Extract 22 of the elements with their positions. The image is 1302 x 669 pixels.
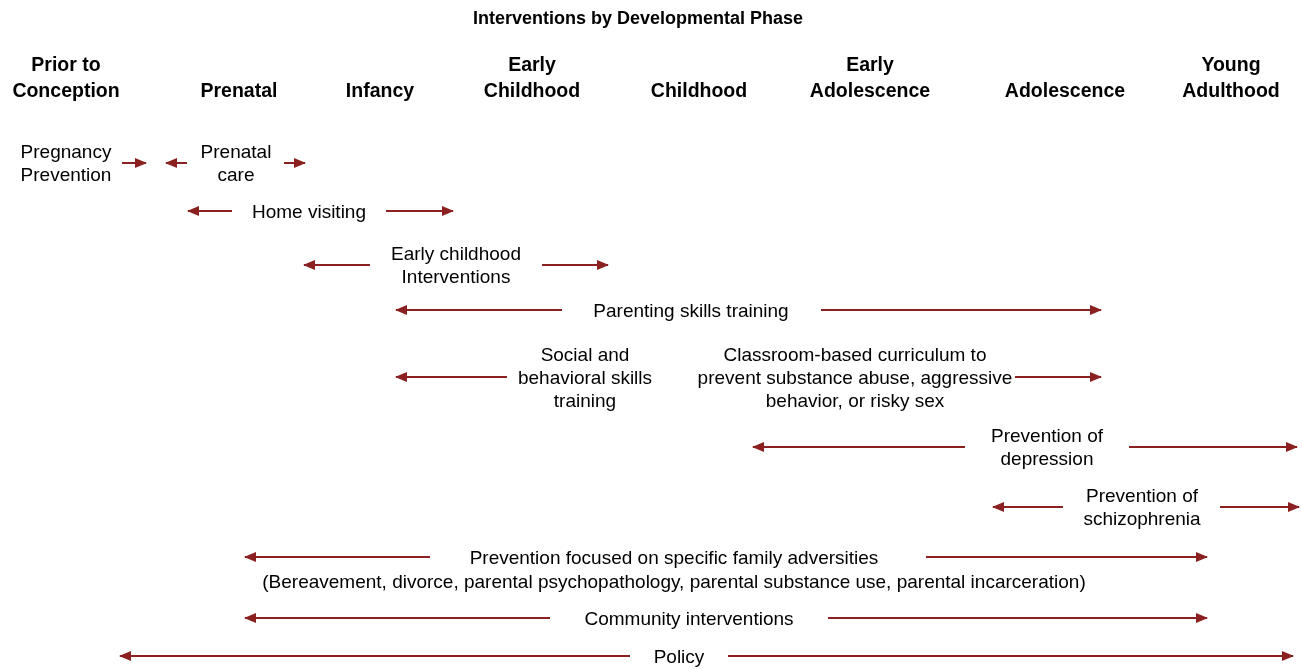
phase-heading: Prior to Conception (11, 52, 121, 103)
intervention-label: Prevention focused on specific family adversities (468, 545, 880, 569)
intervention-label: Prevention of depression (990, 424, 1104, 470)
phase-heading: Childhood (649, 78, 749, 103)
phase-heading: Infancy (344, 78, 416, 103)
phase-heading: Young Adulthood (1181, 52, 1281, 103)
intervention-note: (Bereavement, divorce, parental psychopathology, parental substance use, parental incarceration) (261, 569, 1087, 593)
intervention-label: Early childhood Interventions (390, 242, 522, 288)
diagram-title: Interventions by Developmental Phase (472, 8, 804, 29)
phase-heading: Early Childhood (482, 52, 582, 103)
intervention-label: Home visiting (250, 199, 367, 223)
intervention-label: Social and behavioral skills training (516, 342, 654, 412)
intervention-label: Prevention of schizophrenia (1082, 484, 1202, 530)
intervention-label: Policy (652, 644, 706, 668)
phase-heading: Adolescence (1003, 78, 1127, 103)
intervention-label: Parenting skills training (592, 298, 790, 322)
phase-heading: Early Adolescence (808, 52, 932, 103)
intervention-label: Classroom-based curriculum to prevent substance abuse, aggressive behavior, or risky sex (697, 342, 1013, 412)
intervention-label: Community interventions (583, 606, 795, 630)
phase-heading: Prenatal (199, 78, 279, 103)
intervention-label: Prenatal care (199, 140, 273, 186)
intervention-label: Pregnancy Prevention (19, 140, 113, 186)
